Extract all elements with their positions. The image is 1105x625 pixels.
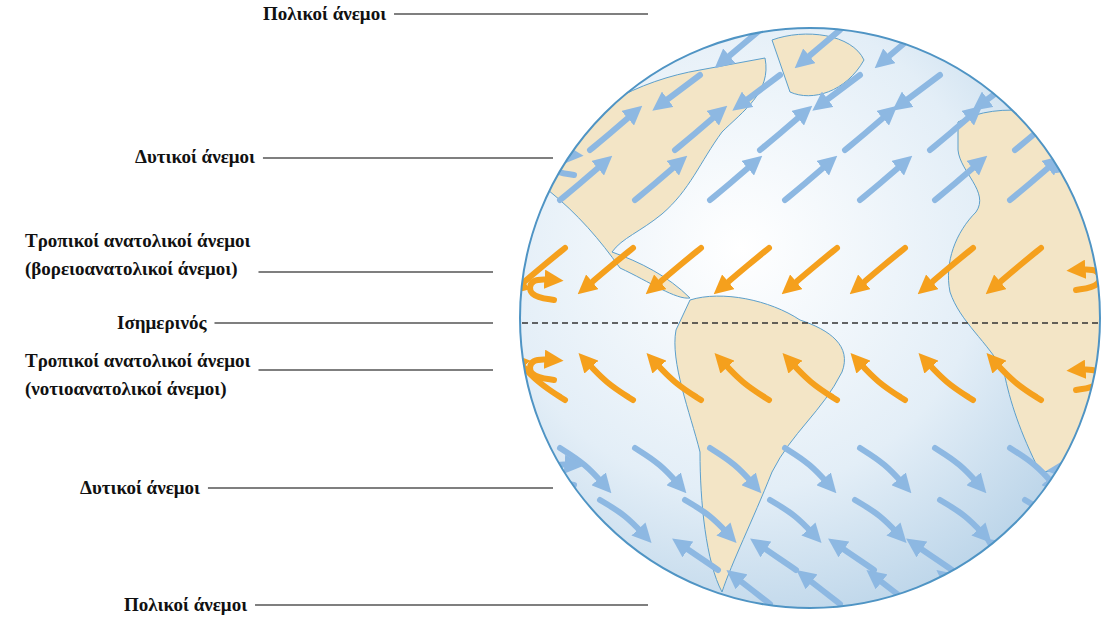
wind-arrow — [760, 112, 805, 150]
wind-arrow — [857, 248, 905, 288]
wind-arrow — [590, 112, 635, 150]
wind-belt-label: Δυτικοί άνεμοι — [80, 477, 200, 499]
wind-belt-label: Πολικοί άνεμοι — [124, 594, 247, 616]
wind-belt-label: Τροπικοί ανατολικοί άνεμοι — [25, 230, 250, 252]
wind-arrow — [882, 30, 920, 62]
wind-belt-label: (νοτιοανατολικοί άνεμοι) — [25, 378, 227, 400]
wind-arrow — [900, 75, 940, 105]
wind-arrow — [992, 544, 1030, 570]
wind-arrow — [785, 448, 830, 486]
wind-arrow — [930, 112, 975, 150]
wind-arrow — [857, 360, 905, 400]
north-america — [548, 58, 766, 298]
wind-arrow — [530, 279, 554, 300]
wind-arrows — [517, 30, 1100, 604]
equator-label: Ισημερινός — [117, 312, 206, 334]
wind-arrow — [660, 75, 700, 105]
wind-arrow — [1056, 149, 1080, 170]
wind-arrow — [820, 75, 860, 105]
wind-arrow — [635, 448, 680, 486]
wind-arrow — [722, 30, 760, 62]
greenland — [772, 34, 864, 96]
wind-arrow — [675, 112, 720, 150]
wind-arrow — [550, 154, 574, 175]
south-america — [675, 296, 845, 592]
wind-arrow — [860, 162, 905, 200]
wind-arrow — [855, 500, 900, 536]
wind-arrow — [914, 544, 952, 570]
wind-arrow — [653, 360, 701, 400]
wind-arrow — [1076, 369, 1100, 390]
leader-line — [258, 369, 493, 370]
wind-arrow — [993, 248, 1041, 288]
wind-arrow — [860, 448, 905, 486]
wind-arrow — [1010, 448, 1055, 486]
wind-belt-label: Πολικοί άνεμοι — [263, 3, 386, 25]
leader-line — [208, 487, 553, 488]
wind-arrow — [580, 75, 620, 105]
leader-line — [263, 157, 553, 158]
wind-arrow — [962, 30, 1000, 62]
wind-arrow — [721, 360, 769, 400]
leader-line — [394, 13, 648, 14]
leader-lines — [208, 14, 648, 605]
wind-arrow — [758, 544, 796, 570]
wind-arrow — [585, 360, 633, 400]
wind-arrow — [940, 500, 985, 536]
wind-arrow — [600, 500, 645, 536]
wind-belt-label: Δυτικοί άνεμοι — [135, 146, 255, 168]
leader-line — [255, 604, 648, 605]
wind-arrow — [836, 544, 874, 570]
continents — [548, 34, 1105, 592]
wind-arrow — [685, 500, 730, 536]
wind-arrow — [560, 162, 605, 200]
wind-arrow — [944, 576, 980, 604]
wind-arrow — [1010, 162, 1055, 200]
wind-arrow — [710, 162, 755, 200]
wind-arrow — [785, 162, 830, 200]
wind-arrow — [680, 544, 718, 570]
wind-arrow — [635, 162, 680, 200]
wind-arrow — [721, 248, 769, 288]
wind-arrow — [740, 75, 780, 105]
globe-outline — [520, 28, 1100, 608]
wind-arrow — [804, 576, 840, 604]
wind-arrow — [585, 248, 633, 288]
wind-arrow — [845, 112, 890, 150]
wind-belt-label: Τροπικοί ανατολικοί άνεμοι — [25, 350, 250, 372]
wind-arrow — [802, 30, 840, 62]
wind-arrow — [993, 360, 1041, 400]
wind-arrow — [653, 248, 701, 288]
wind-arrow — [664, 576, 700, 604]
leader-line — [258, 271, 493, 272]
wind-arrow — [935, 448, 980, 486]
wind-arrow — [789, 360, 837, 400]
equator-line — [522, 322, 1098, 324]
wind-arrow — [1015, 112, 1060, 150]
wind-arrow — [1056, 469, 1080, 490]
wind-arrow — [770, 500, 815, 536]
wind-arrow — [789, 248, 837, 288]
wind-arrow — [710, 448, 755, 486]
wind-arrow — [530, 359, 554, 380]
wind-arrow — [980, 75, 1020, 105]
wind-belt-label: (βορειοανατολικοί άνεμοι) — [25, 258, 238, 280]
wind-arrow — [642, 30, 680, 62]
leader-line — [214, 322, 493, 323]
wind-arrow — [925, 360, 973, 400]
wind-arrow — [935, 162, 980, 200]
wind-arrow — [925, 248, 973, 288]
